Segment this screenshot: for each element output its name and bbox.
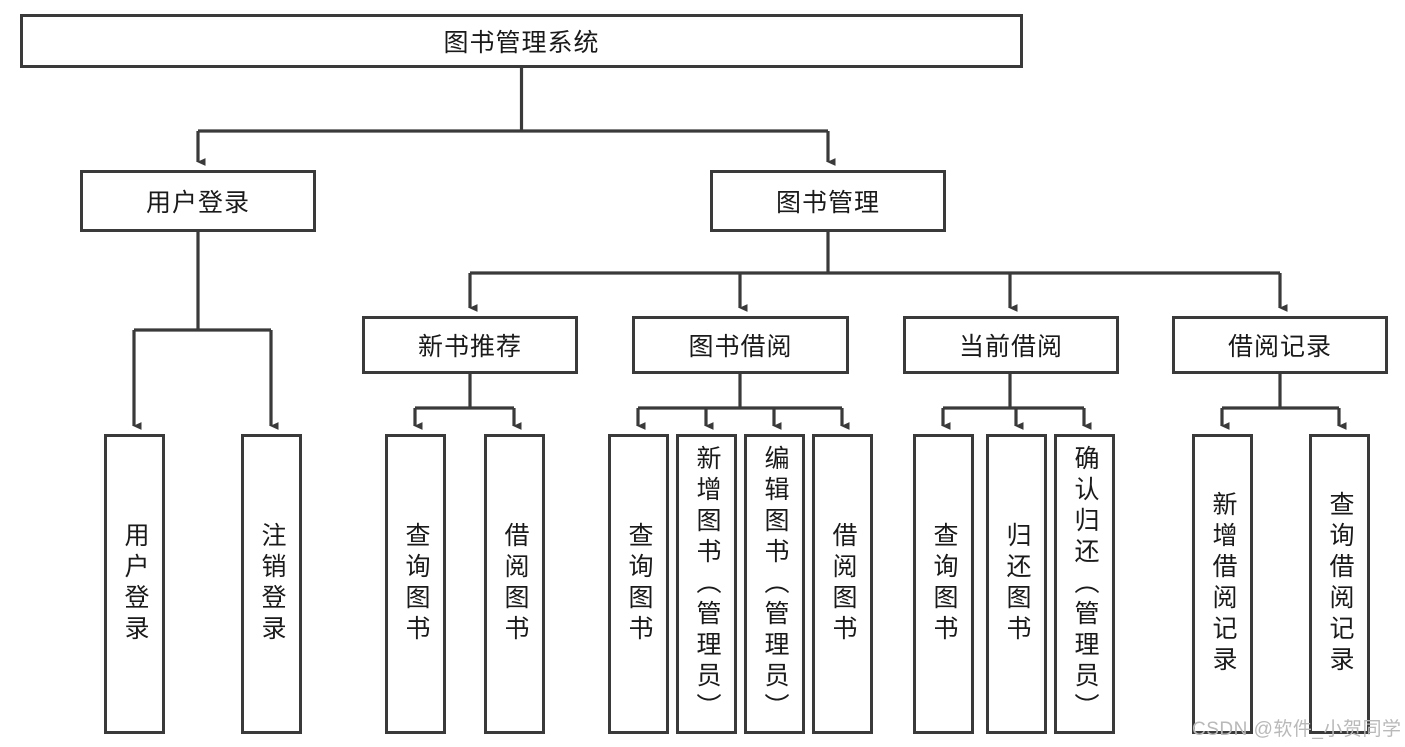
node-leaf-confirm-return[interactable]: 确认归还（管理员） [1054, 434, 1115, 734]
node-leaf-add-book[interactable]: 新增图书（管理员） [676, 434, 737, 734]
node-leaf-edit-book[interactable]: 编辑图书（管理员） [744, 434, 805, 734]
node-borrow-record[interactable]: 借阅记录 [1172, 316, 1388, 374]
node-leaf-query-record[interactable]: 查询借阅记录 [1309, 434, 1370, 734]
node-leaf-user-login-label: 用户登录 [121, 522, 149, 646]
node-leaf-add-book-label: 新增图书（管理员） [693, 444, 721, 724]
node-leaf-edit-book-label: 编辑图书（管理员） [761, 444, 789, 724]
node-leaf-query-book-cb[interactable]: 查询图书 [913, 434, 974, 734]
node-leaf-query-book-cb-label: 查询图书 [930, 522, 958, 646]
node-leaf-add-record[interactable]: 新增借阅记录 [1192, 434, 1253, 734]
node-leaf-return-book[interactable]: 归还图书 [986, 434, 1047, 734]
node-leaf-return-book-label: 归还图书 [1003, 522, 1031, 646]
node-leaf-query-record-label: 查询借阅记录 [1326, 491, 1354, 677]
node-leaf-confirm-return-label: 确认归还（管理员） [1071, 444, 1099, 724]
node-leaf-borrow-book-bb-label: 借阅图书 [829, 522, 857, 646]
node-borrow-record-label: 借阅记录 [1227, 333, 1332, 361]
node-user-login-label: 用户登录 [145, 189, 250, 217]
csdn-watermark: CSDN @软件_小贺同学 [1192, 719, 1402, 740]
node-new-book-recommend-label: 新书推荐 [417, 333, 522, 361]
node-book-manage-label: 图书管理 [775, 189, 880, 217]
node-leaf-query-book-bb[interactable]: 查询图书 [608, 434, 669, 734]
node-leaf-query-book-nb-label: 查询图书 [402, 522, 430, 646]
node-leaf-borrow-book-nb[interactable]: 借阅图书 [484, 434, 545, 734]
node-leaf-query-book-bb-label: 查询图书 [625, 522, 653, 646]
node-new-book-recommend[interactable]: 新书推荐 [362, 316, 578, 374]
node-root[interactable]: 图书管理系统 [20, 14, 1023, 68]
node-current-borrow-label: 当前借阅 [958, 333, 1063, 361]
node-leaf-add-record-label: 新增借阅记录 [1209, 491, 1237, 677]
node-leaf-user-logout[interactable]: 注销登录 [241, 434, 302, 734]
node-leaf-user-login[interactable]: 用户登录 [104, 434, 165, 734]
node-user-login[interactable]: 用户登录 [80, 170, 316, 232]
node-leaf-borrow-book-bb[interactable]: 借阅图书 [812, 434, 873, 734]
node-root-label: 图书管理系统 [443, 29, 600, 57]
node-leaf-borrow-book-nb-label: 借阅图书 [501, 522, 529, 646]
node-book-manage[interactable]: 图书管理 [710, 170, 946, 232]
node-book-borrow[interactable]: 图书借阅 [632, 316, 849, 374]
node-book-borrow-label: 图书借阅 [688, 333, 793, 361]
node-leaf-query-book-nb[interactable]: 查询图书 [385, 434, 446, 734]
node-leaf-user-logout-label: 注销登录 [258, 522, 286, 646]
node-current-borrow[interactable]: 当前借阅 [903, 316, 1119, 374]
